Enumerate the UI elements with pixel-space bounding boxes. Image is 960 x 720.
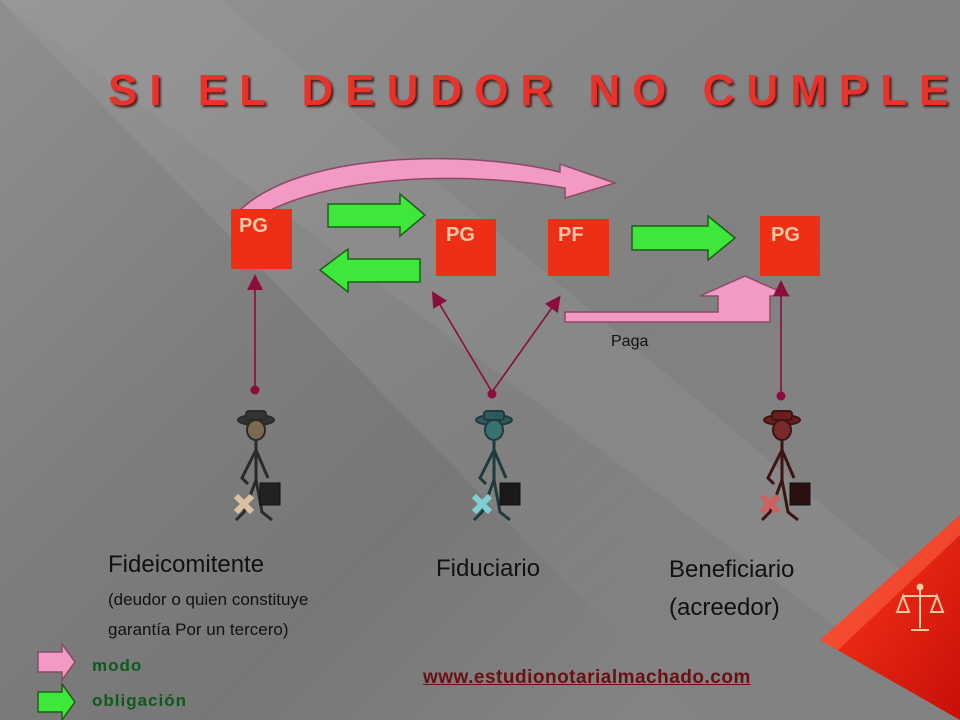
person-with-briefcase-icon [471, 410, 521, 522]
box-label: PG [239, 215, 268, 237]
scales-of-justice-icon [895, 583, 945, 631]
connector-dot [487, 389, 497, 399]
connector-fiduciario-right [491, 295, 561, 393]
box-label: PF [558, 224, 584, 246]
legend-modo-label: modo [92, 656, 143, 675]
connector-fiduciario-left [431, 291, 493, 393]
legend-obligation-arrow [37, 681, 76, 720]
fideicomitente-note-line1: (deudor o quien constituye [108, 590, 309, 609]
person-with-briefcase-icon [233, 410, 281, 522]
website-link[interactable]: www.estudionotarialmachado.com [423, 667, 751, 688]
box-pg-fiduciario: PG [436, 219, 496, 276]
beneficiario-label: Beneficiario [669, 556, 795, 583]
paga-label: Paga [611, 333, 649, 350]
obligation-arrow-right-1 [327, 192, 427, 238]
connector-dot [250, 385, 260, 395]
acreedor-label: (acreedor) [669, 594, 780, 621]
fiduciario-label: Fiduciario [436, 555, 541, 582]
obligation-arrow-right-2 [631, 214, 737, 262]
box-pg-beneficiario: PG [760, 216, 820, 276]
slide-title: SI EL DEUDOR NO CUMPLE [108, 66, 960, 115]
box-label: PG [446, 224, 475, 246]
fideicomitente-label: Fideicomitente [108, 551, 265, 578]
box-pg-fideicomitente: PG [231, 209, 292, 269]
fideicomitente-note-line2: garantía Por un tercero) [108, 620, 289, 639]
legend-obligacion-label: obligación [92, 691, 187, 710]
obligation-arrow-left [318, 247, 421, 294]
legend-mode-arrow [37, 641, 76, 683]
person-with-briefcase-icon [759, 410, 811, 522]
connector-dot [776, 391, 786, 401]
curved-mode-arrow [236, 157, 618, 221]
box-pf-fiduciario: PF [548, 219, 609, 276]
box-label: PG [771, 224, 800, 246]
paga-mode-arrow [564, 275, 791, 323]
